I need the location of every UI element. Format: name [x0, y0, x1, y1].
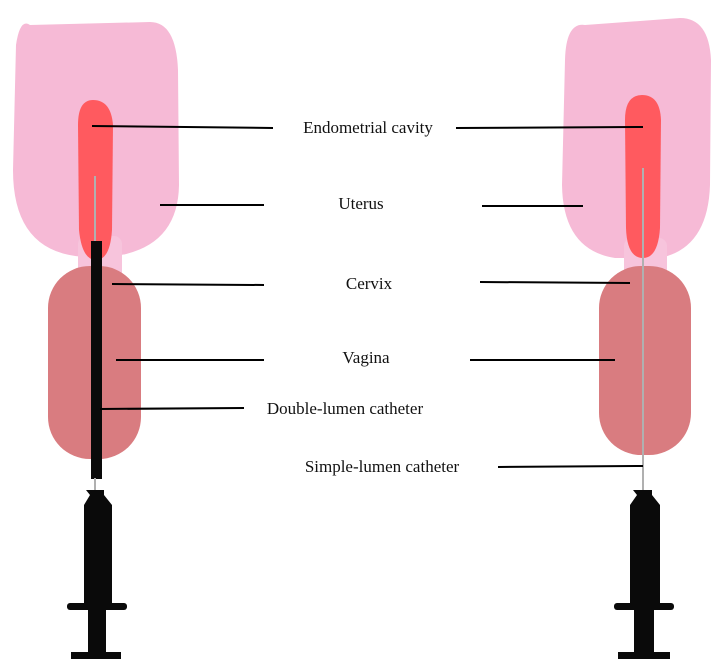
leader-double-lumen: [100, 408, 244, 409]
leader-cervix-right: [480, 282, 630, 283]
left-catheter-connector: [94, 478, 96, 490]
left-syringe: [67, 490, 127, 659]
left-assembly: [13, 22, 179, 659]
right-syringe: [614, 490, 674, 659]
label-simple-lumen-catheter: Simple-lumen catheter: [305, 457, 460, 476]
label-cervix: Cervix: [346, 274, 393, 293]
label-uterus: Uterus: [338, 194, 383, 213]
label-endometrial-cavity: Endometrial cavity: [303, 118, 433, 137]
right-simple-lumen-catheter: [642, 168, 644, 490]
labels: Endometrial cavity Uterus Cervix Vagina …: [267, 118, 460, 476]
leader-cervix-left: [112, 284, 264, 285]
label-vagina: Vagina: [342, 348, 390, 367]
left-double-lumen-catheter: [91, 241, 102, 479]
left-inner-lumen: [94, 176, 96, 246]
label-double-lumen-catheter: Double-lumen catheter: [267, 399, 424, 418]
right-assembly: [562, 18, 711, 659]
leader-endometrial-right: [456, 127, 643, 128]
leader-simple-lumen: [498, 466, 643, 467]
